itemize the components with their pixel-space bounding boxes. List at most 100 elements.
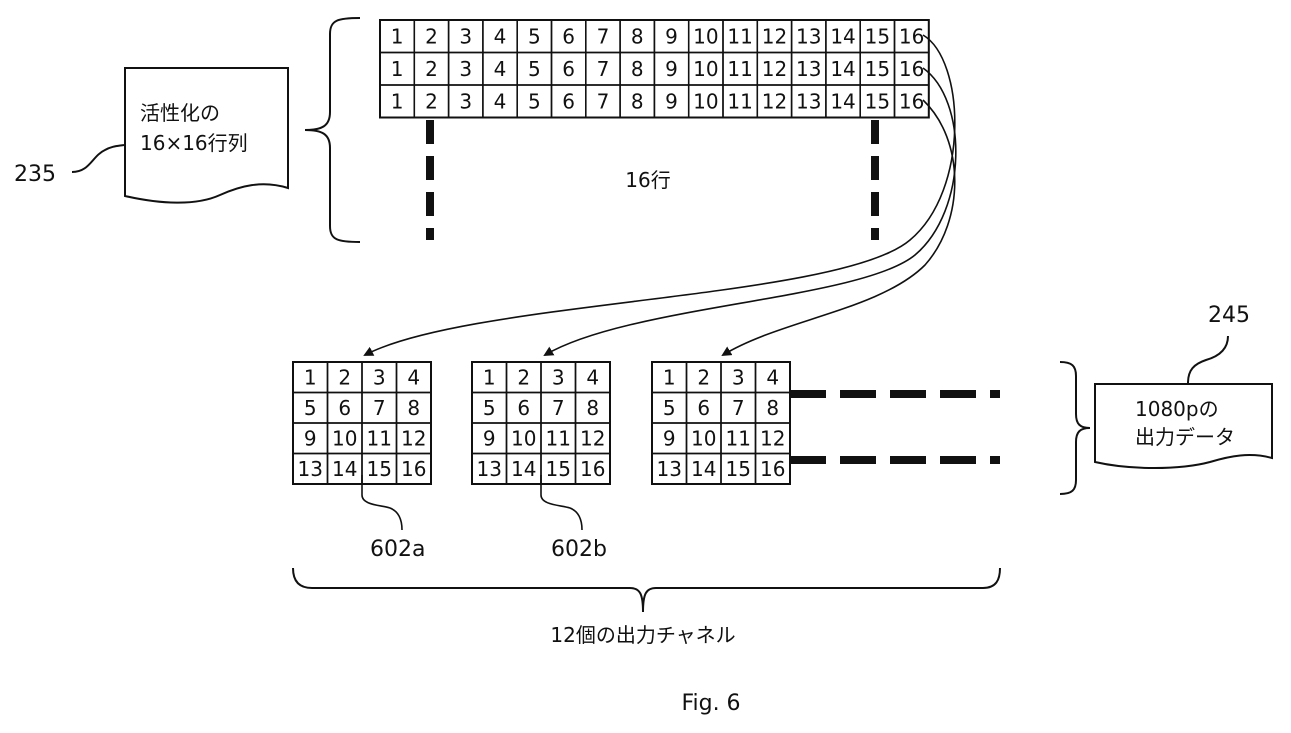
matrix-cell-value: 10 <box>693 57 718 81</box>
matrix-cell-value: 8 <box>631 24 644 48</box>
matrix-cell-value: 15 <box>865 57 890 81</box>
matrix-cell <box>893 84 930 119</box>
channel-cell-value: 8 <box>586 396 599 420</box>
matrix-cell-value: 3 <box>459 57 472 81</box>
channel-cell-value: 3 <box>552 365 565 389</box>
matrix-cell-value: 11 <box>727 89 752 113</box>
matrix-cell-value: 3 <box>459 89 472 113</box>
channel-cell-value: 3 <box>732 365 745 389</box>
channel-cell-value: 7 <box>373 396 386 420</box>
figure-label: Fig. 6 <box>681 691 740 716</box>
channels-brace <box>292 567 1001 613</box>
channel-cell-value: 10 <box>332 426 357 450</box>
output-document-shape <box>1094 383 1273 469</box>
ref-602b-leader <box>540 475 583 531</box>
channel-cell-value: 12 <box>401 426 426 450</box>
row-arrow-2 <box>543 67 957 357</box>
matrix-cell-value: 2 <box>425 24 438 48</box>
matrix-bracket <box>304 17 361 243</box>
channel-cell-value: 9 <box>483 426 496 450</box>
rows-label: 16行 <box>625 168 670 192</box>
matrix-cell-value: 11 <box>727 24 752 48</box>
matrix-cell-value: 13 <box>796 89 821 113</box>
matrix-cell-value: 7 <box>597 89 610 113</box>
row-arrow-3 <box>721 99 956 357</box>
channel-cell-value: 11 <box>546 426 571 450</box>
channels-caption: 12個の出力チャネル <box>550 623 735 647</box>
channel-cell-value: 5 <box>663 396 676 420</box>
matrix-cell-value: 3 <box>459 24 472 48</box>
channel-cell-value: 4 <box>407 365 420 389</box>
channel-cell-value: 6 <box>697 396 710 420</box>
matrix-cell-value: 8 <box>631 57 644 81</box>
matrix-cell-value: 15 <box>865 89 890 113</box>
ref-602b-label: 602b <box>551 537 607 562</box>
channel-cell-value: 2 <box>517 365 530 389</box>
ref-602a-label: 602a <box>370 537 425 562</box>
channel-cell-value: 2 <box>338 365 351 389</box>
matrix-cell-value: 2 <box>425 89 438 113</box>
channel-cell-value: 1 <box>304 365 317 389</box>
channel-cell-value: 8 <box>766 396 779 420</box>
matrix-cell-value: 14 <box>830 89 855 113</box>
input-document-line2: 16×16行列 <box>140 131 248 155</box>
ref-602a-leader <box>361 475 403 531</box>
matrix-cell-value: 16 <box>899 24 924 48</box>
channel-cell-value: 13 <box>657 457 682 481</box>
matrix-cell-value: 14 <box>830 57 855 81</box>
channel-cell-value: 9 <box>304 426 317 450</box>
output-ref-number: 245 <box>1208 303 1250 328</box>
channel-cell-value: 12 <box>580 426 605 450</box>
matrix-cell-value: 10 <box>693 24 718 48</box>
row-arrow-1 <box>363 34 956 356</box>
channel-cell-value: 1 <box>483 365 496 389</box>
matrix-cell-value: 1 <box>391 89 404 113</box>
channel-cell-value: 13 <box>298 457 323 481</box>
matrix-cell-value: 1 <box>391 57 404 81</box>
matrix-cell-value: 6 <box>562 24 575 48</box>
matrix-cell-value: 6 <box>562 57 575 81</box>
channel-cell <box>754 452 791 485</box>
matrix-cell-value: 5 <box>528 57 541 81</box>
channel-cell-value: 5 <box>304 396 317 420</box>
channel-cell-value: 3 <box>373 365 386 389</box>
channel-cell-value: 13 <box>477 457 502 481</box>
matrix-cell-value: 13 <box>796 57 821 81</box>
matrix-cell-value: 4 <box>494 57 507 81</box>
channel-cell-value: 7 <box>732 396 745 420</box>
matrix-cell-value: 9 <box>665 89 678 113</box>
channel-cell-value: 6 <box>338 396 351 420</box>
channel-cell-value: 7 <box>552 396 565 420</box>
channel-cell-value: 4 <box>586 365 599 389</box>
channel-cell-value: 11 <box>367 426 392 450</box>
output-document-line1: 1080pの <box>1135 397 1219 421</box>
matrix-cell-value: 5 <box>528 24 541 48</box>
channel-cell-value: 6 <box>517 396 530 420</box>
matrix-cell-value: 8 <box>631 89 644 113</box>
matrix-cell-value: 4 <box>494 89 507 113</box>
matrix-cell-value: 1 <box>391 24 404 48</box>
matrix-cell-value: 6 <box>562 89 575 113</box>
matrix-cell-value: 10 <box>693 89 718 113</box>
matrix-cell-value: 13 <box>796 24 821 48</box>
matrix-cell-value: 7 <box>597 24 610 48</box>
matrix-cell-value: 4 <box>494 24 507 48</box>
channel-cell-value: 5 <box>483 396 496 420</box>
matrix-cell-value: 14 <box>830 24 855 48</box>
channel-cell-value: 15 <box>367 457 392 481</box>
output-ref-leader <box>1187 335 1229 384</box>
channel-cell-value: 16 <box>401 457 426 481</box>
channel-cell-value: 14 <box>332 457 357 481</box>
matrix-cell-value: 16 <box>899 57 924 81</box>
channel-cell-value: 12 <box>760 426 785 450</box>
channel-cell <box>395 452 432 485</box>
input-ref-leader <box>71 144 125 173</box>
matrix-cell-value: 7 <box>597 57 610 81</box>
channel-cell-value: 14 <box>691 457 716 481</box>
channel-cell-value: 9 <box>663 426 676 450</box>
channel-cell <box>574 452 611 485</box>
